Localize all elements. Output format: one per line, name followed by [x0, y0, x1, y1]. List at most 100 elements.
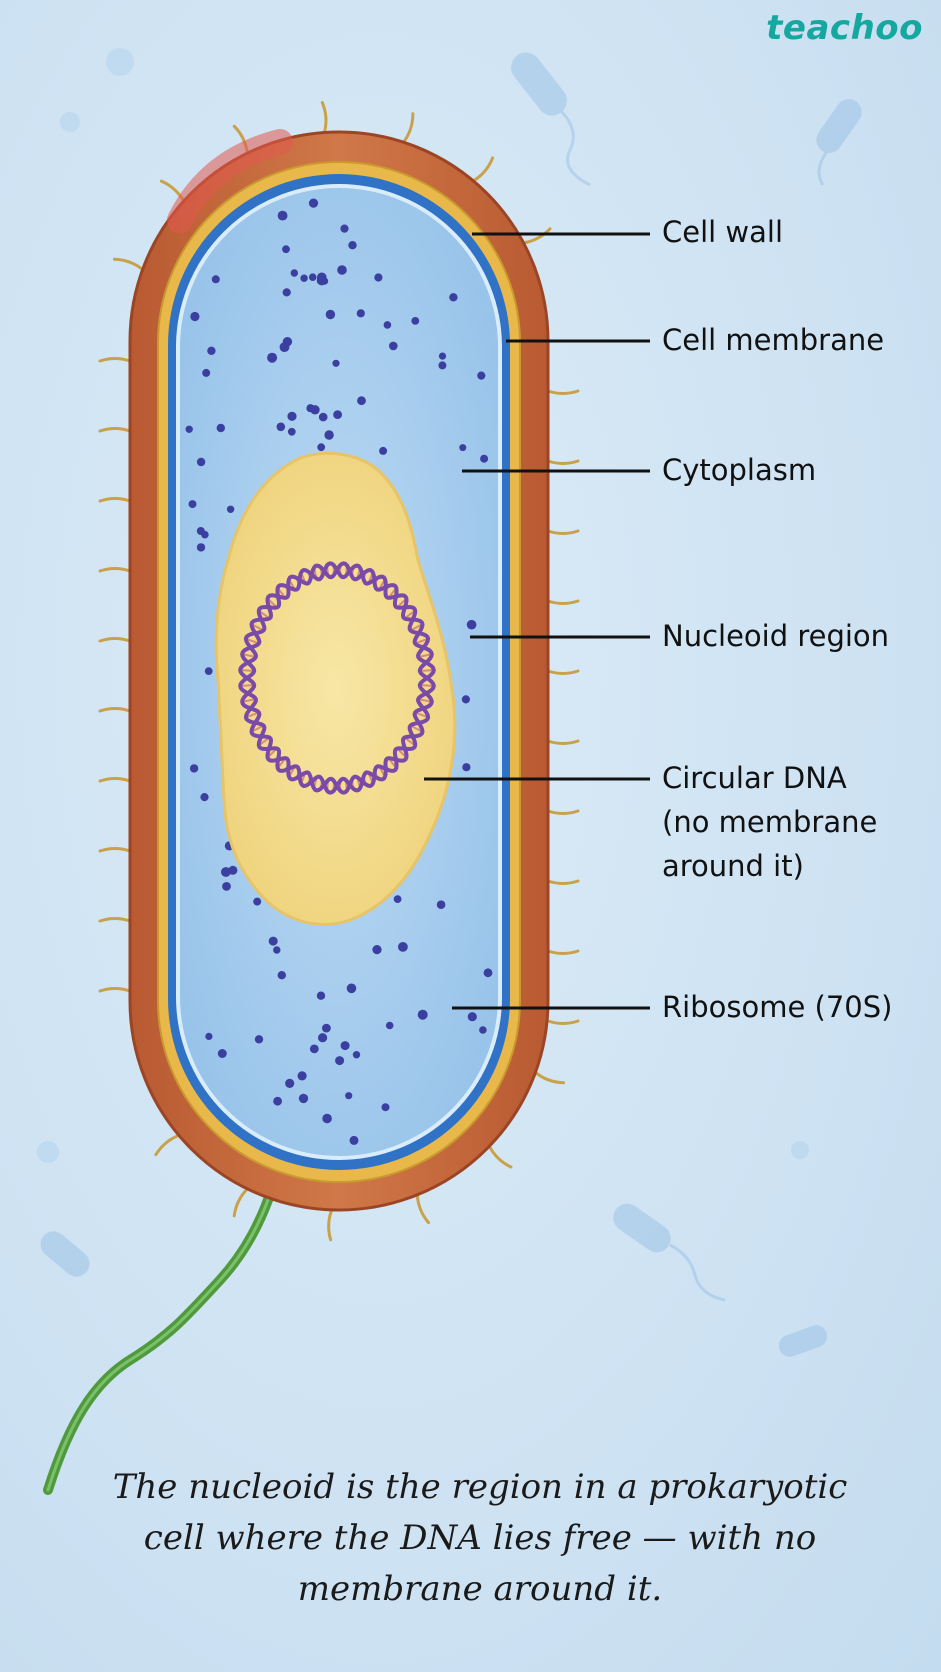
pilus: [98, 497, 132, 503]
ribosome: [300, 274, 308, 282]
ribosome: [318, 412, 328, 422]
ribosome: [279, 342, 290, 352]
dna-strand-2: [238, 561, 436, 795]
ribosome: [332, 359, 340, 367]
ribosome: [411, 317, 420, 325]
ribosome: [385, 1021, 394, 1030]
ribosome: [322, 1023, 331, 1033]
pilus: [546, 809, 580, 815]
ribosome: [276, 422, 286, 432]
ribosome: [317, 272, 327, 283]
ribosome: [196, 457, 206, 467]
ribosome: [379, 446, 388, 455]
ribosome: [202, 368, 211, 377]
label-circular-dna: Circular DNA: [662, 761, 847, 795]
caption-line-3: membrane around it.: [297, 1569, 663, 1609]
ribosome: [216, 423, 225, 433]
label-cell-membrane: Cell membrane: [662, 323, 885, 357]
dna-base-pair: [417, 653, 433, 658]
ribosome: [335, 1056, 345, 1066]
ribosome: [479, 1026, 487, 1034]
ribosome: [273, 1096, 282, 1106]
ribosome: [438, 361, 447, 370]
label-cell-wall: Cell wall: [662, 215, 784, 249]
caption-line-2: cell where the DNA lies free — with no: [143, 1518, 817, 1558]
ribosome: [374, 273, 383, 282]
dna-base-pair: [241, 698, 257, 703]
leader-lines: [424, 232, 650, 1010]
ribosome: [398, 942, 408, 952]
ribosome: [356, 309, 365, 318]
pilus: [98, 707, 132, 713]
ribosome: [459, 444, 467, 452]
ribosome: [188, 500, 197, 509]
ribosome: [189, 764, 199, 773]
ribosome: [282, 288, 291, 297]
label-ribosome: Ribosome (70S): [662, 990, 893, 1024]
ribosome: [322, 1113, 332, 1124]
pilus: [487, 1144, 513, 1169]
pilus: [98, 637, 132, 643]
ribosome: [254, 1035, 264, 1044]
ribosome: [196, 543, 206, 552]
pilus: [546, 1019, 580, 1025]
ribosomes: [185, 198, 493, 1145]
ribosome: [462, 763, 471, 772]
background-bacteria: [37, 48, 862, 1357]
ribosome: [417, 1009, 428, 1020]
ribosome: [340, 224, 349, 233]
ribosome: [438, 352, 447, 360]
ribosome: [222, 882, 231, 891]
ribosome: [383, 321, 392, 329]
ribosome: [318, 1033, 328, 1043]
label-circular-dna-note-2: around it): [662, 849, 804, 883]
pilus: [522, 227, 552, 245]
ribosome: [290, 269, 298, 277]
ribosome: [449, 293, 458, 302]
pilus: [402, 112, 415, 144]
ribosome: [308, 273, 317, 282]
ribosome: [372, 945, 382, 955]
ribosome: [253, 897, 262, 906]
pilus: [232, 1187, 249, 1218]
ribosome: [221, 867, 231, 877]
flagellum: [43, 1145, 287, 1495]
ribosome: [287, 427, 296, 436]
ribosome: [308, 198, 319, 208]
ribosome: [207, 346, 216, 355]
pilus: [98, 567, 132, 573]
dna-base-pair: [241, 653, 257, 658]
dna-base-pair: [240, 669, 255, 672]
ribosome: [277, 971, 286, 980]
ribosome: [345, 1092, 353, 1100]
dna-base-pair: [240, 684, 255, 687]
ribosome: [480, 454, 489, 463]
circular-dna: [238, 561, 436, 795]
ribosome: [333, 410, 342, 419]
ribosome: [268, 936, 278, 946]
ribosome: [337, 265, 347, 275]
ribosome: [349, 1135, 359, 1145]
ribosome: [483, 968, 493, 978]
pilus: [98, 987, 132, 993]
pilus: [546, 529, 580, 535]
pilus: [154, 1133, 181, 1157]
ribosome: [204, 667, 213, 675]
pilus: [546, 669, 580, 675]
pilus: [546, 879, 580, 885]
ribosome: [285, 1078, 295, 1088]
ribosome: [196, 527, 205, 535]
ribosome: [200, 793, 209, 802]
pilus: [112, 257, 145, 272]
teachoo-logo: teachoo: [766, 8, 923, 48]
ribosome: [185, 425, 193, 433]
ribosome: [461, 695, 470, 704]
label-nucleoid-region: Nucleoid region: [662, 619, 890, 653]
caption-line-1: The nucleoid is the region in a prokaryo…: [112, 1467, 848, 1507]
ribosome: [436, 900, 446, 909]
ribosome: [467, 1012, 477, 1022]
ribosome: [393, 895, 402, 903]
ribosome: [282, 245, 290, 254]
ribosome: [325, 309, 336, 320]
